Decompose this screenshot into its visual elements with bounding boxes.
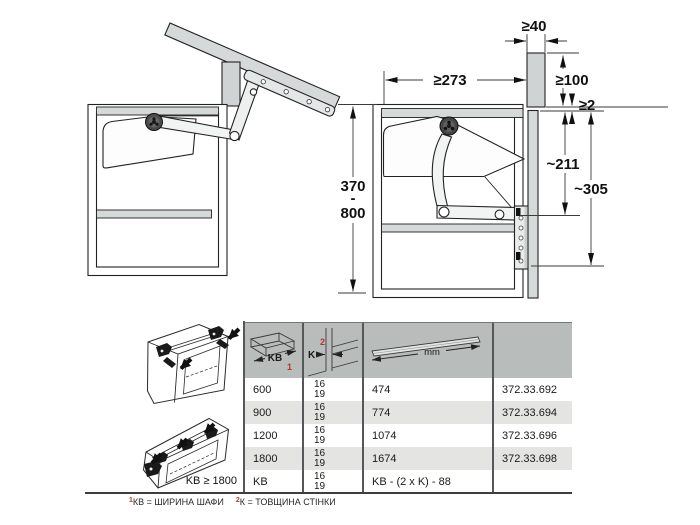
section-divider [243, 321, 245, 492]
spring-hub [145, 113, 163, 131]
k-19: 19 [314, 457, 326, 469]
kb-value: 1800 [253, 452, 278, 465]
dim-label-2: ≥2 [579, 97, 596, 114]
mm-value: 1674 [362, 447, 492, 470]
dim-label-211: ~211 [547, 156, 580, 173]
technical-drawings: ≥40 ≥273 ≥100 ≥2 ~211 ~305 370 - 800 [87, 18, 668, 299]
article-number: 372.33.696 [492, 424, 572, 447]
k-19: 19 [314, 388, 326, 400]
link-pivot [494, 209, 505, 220]
kb-icon-label: KB [268, 353, 282, 364]
table-header-row: KB 1 [245, 322, 572, 378]
mounting-direction-arrows [179, 327, 241, 370]
closed-cabinet-drawing [372, 52, 546, 299]
k-19: 19 [314, 434, 326, 446]
kb-value: 600 [253, 383, 272, 396]
dim-label-100: ≥100 [555, 72, 588, 89]
order-table: KB 1 [245, 322, 572, 493]
profile-bar-sketch [371, 336, 481, 357]
footnote-ref-1: 1 [129, 497, 133, 504]
mm-icon-label: mm [424, 347, 440, 358]
dim-label-range-bottom: 800 [340, 205, 365, 222]
article-number [492, 470, 572, 493]
cabinet-shelf [96, 209, 212, 219]
spring-hub [439, 116, 459, 136]
table-bottom-border [85, 492, 572, 494]
isometric-drawings: KB ≥ 1800 [142, 323, 241, 489]
header-wall-thickness-icon: K 2 [302, 323, 362, 378]
arm-pivot [249, 88, 258, 96]
kb-value: KB [253, 475, 268, 488]
kb-min-width-label: KB ≥ 1800 [186, 475, 237, 487]
front-door-panel [527, 109, 539, 299]
k-16: 16 [314, 378, 326, 390]
header-profile-length-icon: mm [362, 323, 492, 378]
lift-fitting-glyphs [156, 326, 229, 368]
k-19: 19 [314, 411, 326, 423]
mm-value: 1074 [362, 424, 492, 447]
open-cabinet-drawing [87, 22, 341, 277]
article-number: 372.33.694 [492, 401, 572, 424]
panel-corner-sketch [307, 328, 359, 377]
lift-housing [382, 115, 526, 178]
dim-label-40: ≥40 [522, 18, 547, 35]
cabinet-shelf [381, 223, 515, 233]
elbow-pivot [229, 130, 240, 142]
footnote-ref-2: 2 [235, 497, 240, 504]
cabinet-top-panel [381, 108, 524, 118]
k-16: 16 [314, 424, 326, 436]
wall-block [526, 52, 546, 108]
iso-cabinet-wide [142, 417, 230, 489]
k-16: 16 [314, 401, 326, 413]
header-cabinet-width-icon: KB 1 [245, 323, 302, 378]
mm-formula: KB - (2 x K) - 88 [362, 470, 492, 493]
kb-footref: 1 [287, 362, 292, 372]
header-article-column [492, 323, 572, 378]
elbow-pivot [438, 206, 450, 218]
k-16: 16 [314, 447, 326, 459]
k-footref: 2 [320, 337, 325, 347]
cabinet-bottom-sketch [249, 332, 296, 357]
dim-label-range-top: 370 [340, 178, 365, 195]
door-mounting-plate [243, 69, 336, 117]
k-16: 16 [314, 470, 326, 482]
dim-label-305: ~305 [574, 181, 608, 198]
dim-label-range-sep: - [351, 190, 356, 207]
footnote-text-2: К = ТОВЩИНА СТІНКИ [239, 497, 336, 507]
dimension-lines [338, 34, 668, 294]
kb-value: 1200 [253, 429, 278, 442]
k-icon-label: K [308, 350, 316, 361]
footnotes: 1КВ = ШИРИНА ШАФИ 2К = ТОВЩИНА СТІНКИ [129, 497, 336, 507]
housing-link-line [484, 176, 513, 209]
mounting-direction-arrows [150, 422, 216, 465]
dimension-label-backgrounds [335, 69, 614, 223]
mm-value: 774 [362, 401, 492, 424]
k-19: 19 [314, 480, 326, 492]
wall-block [221, 61, 241, 107]
footnote-text-1: КВ = ШИРИНА ШАФИ [132, 497, 224, 507]
dim-label-273: ≥273 [433, 72, 466, 89]
article-number: 372.33.698 [492, 447, 572, 470]
mm-value: 474 [362, 378, 492, 401]
door-bracket [513, 205, 529, 270]
article-number: 372.33.692 [492, 378, 572, 401]
kb-value: 900 [253, 406, 272, 419]
iso-cabinet-standard [146, 323, 241, 405]
